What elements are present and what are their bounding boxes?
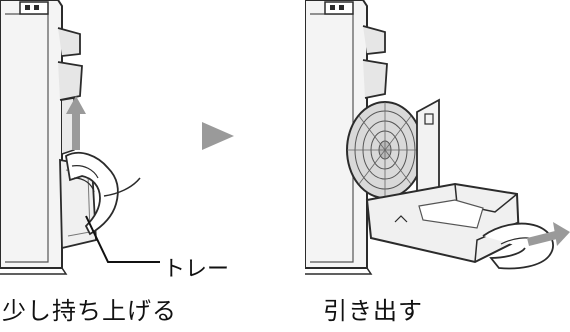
play-triangle-icon xyxy=(200,120,236,152)
up-arrow-icon xyxy=(66,96,86,150)
step-1-caption: 少し持ち上げる xyxy=(2,297,177,325)
round-filter xyxy=(346,101,424,199)
step-1-illustration xyxy=(0,0,240,332)
air-purifier-lift-drawing xyxy=(0,0,160,275)
step-2-illustration xyxy=(305,0,570,332)
step-2-caption: 引き出す xyxy=(323,297,423,325)
right-arrow-icon xyxy=(527,222,570,246)
tray-pull-out-drawing xyxy=(305,0,570,275)
tray-callout-line xyxy=(85,215,160,263)
tray-callout-label: トレー xyxy=(163,257,230,282)
